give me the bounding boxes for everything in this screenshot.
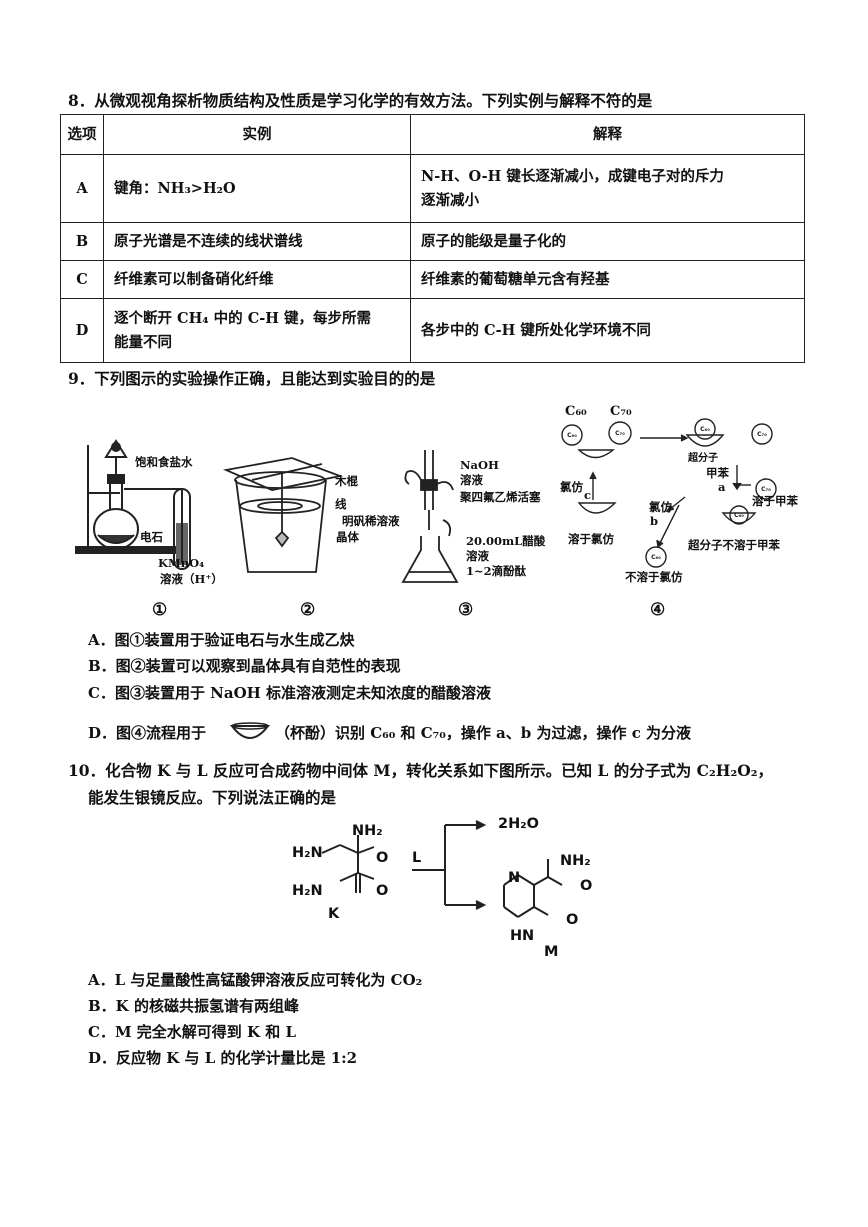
header-option: 选项 <box>60 114 104 155</box>
fig2-label-stick: 木棍 <box>335 474 358 488</box>
row-option: C <box>60 260 104 299</box>
fig4-number: ④ <box>650 600 666 620</box>
l-label: L <box>412 850 422 866</box>
table-header-row: 选项 实例 解释 <box>60 114 805 155</box>
q10-option-d: D．反应物 K 与 L 的化学计量比是 1:2 <box>88 1049 358 1067</box>
row-explain: 纤维素的葡萄糖单元含有羟基 <box>410 260 805 299</box>
k-nh2-top: NH₂ <box>352 823 383 839</box>
m-o1: O <box>580 878 593 894</box>
q10-option-b: B．K 的核磁共振氢谱有两组峰 <box>88 997 299 1015</box>
c70-mark: C₇₀ <box>757 431 767 438</box>
fig4-label-insol-toluene: 超分子不溶于甲苯 <box>688 538 780 552</box>
fig4-label-sol-toluene: 溶于甲苯 <box>752 494 798 508</box>
q9-option-b: B．图②装置可以观察到晶体具有自范性的表现 <box>88 657 401 675</box>
row-explain: 各步中的 C-H 键所处化学环境不同 <box>410 298 805 363</box>
q9-option-c: C．图③装置用于 NaOH 标准溶液测定未知浓度的醋酸溶液 <box>88 684 492 702</box>
fig4-label-c60: C₆₀ <box>565 404 587 419</box>
fig3-label-acid2: 溶液 <box>466 549 489 563</box>
m-o2: O <box>566 912 579 928</box>
fig1-number: ① <box>152 600 168 620</box>
example-line: 能量不同 <box>114 333 172 351</box>
fig1-label-stone: 电石 <box>140 530 163 544</box>
c60-mark: C₆₀ <box>567 432 577 439</box>
row-example: 原子光谱是不连续的线状谱线 <box>103 222 411 261</box>
k-o1: O <box>376 850 389 866</box>
q10-option-a: A．L 与足量酸性高锰酸钾溶液反应可转化为 CO₂ <box>88 971 423 989</box>
fig2-label-line: 线 <box>335 497 347 511</box>
cup-phenol-icon <box>229 722 271 739</box>
example-line: 逐个断开 CH₄ 中的 C-H 键，每步所需 <box>114 309 372 327</box>
k-o2: O <box>376 883 389 899</box>
fig2-label-crystal: 晶体 <box>336 530 359 544</box>
q10-stem-line1: 10．化合物 K 与 L 反应可合成药物中间体 M，转化关系如下图所示。已知 L… <box>68 761 774 780</box>
explain-line: 逐渐减小 <box>421 191 479 209</box>
m-n1: N <box>508 870 521 886</box>
fig1-apparatus <box>75 439 191 570</box>
fig3-label-acid: 20.00mL醋酸 <box>466 534 546 548</box>
q10-stem-line2: 能发生银镜反应。下列说法正确的是 <box>88 788 337 807</box>
m-label: M <box>544 944 559 960</box>
product-water: 2H₂O <box>498 816 539 832</box>
row-option: B <box>60 222 104 261</box>
row-example: 键角：NH₃>H₂O <box>103 154 411 223</box>
k-h2n-b: H₂N <box>292 883 323 899</box>
m-n2: N <box>522 928 535 944</box>
q8-table: 选项 实例 解释 A 键角：NH₃>H₂O N-H、O-H 键长逐渐减小，成键电… <box>60 114 805 363</box>
fig4-label-c70: C₇₀ <box>610 404 632 419</box>
q8-stem: 8．从微观视角探析物质结构及性质是学习化学的有效方法。下列实例与解释不符的是 <box>68 91 653 110</box>
row-explain: N-H、O-H 键长逐渐减小，成键电子对的斥力逐渐减小 <box>410 154 805 223</box>
c60-mark: C₆₀ <box>734 512 744 519</box>
header-explain: 解释 <box>410 114 805 155</box>
table-row: D 逐个断开 CH₄ 中的 C-H 键，每步所需能量不同 各步中的 C-H 键所… <box>60 298 805 363</box>
q9-option-d-post: （杯酚）识别 C₆₀ 和 C₇₀，操作 a、b 为过滤，操作 c 为分液 <box>275 724 692 742</box>
fig4-flowchart: C₆₀ C₇₀ C₆₀ C₇₀ C₇₀ C₆₀ C₆₀ <box>561 418 777 568</box>
fig4-label-c: c <box>584 488 592 502</box>
fig3-number: ③ <box>458 600 474 620</box>
row-option: A <box>60 154 104 223</box>
q10-option-c: C．M 完全水解可得到 K 和 L <box>88 1023 297 1041</box>
fig4-label-toluene: 甲苯 <box>706 466 729 480</box>
fig4-label-a: a <box>718 480 726 494</box>
header-example: 实例 <box>103 114 411 155</box>
fig4-label-chloroform: 氯仿 <box>560 480 583 494</box>
m-nh2: NH₂ <box>560 853 591 869</box>
fig4-label-b: b <box>650 514 659 528</box>
c70-mark: C₇₀ <box>615 430 625 437</box>
fig4-label-sol-chloro: 溶于氯仿 <box>568 532 614 546</box>
q9-option-a: A．图①装置用于验证电石与水生成乙炔 <box>88 631 355 649</box>
fig4-label-supramolecule: 超分子 <box>688 453 718 464</box>
fig3-label-naoh2: 溶液 <box>460 473 483 487</box>
fig3-label-acid3: 1~2滴酚酞 <box>466 564 527 578</box>
fig1-label-solution: 溶液（H⁺） <box>160 572 223 586</box>
row-example: 纤维素可以制备硝化纤维 <box>103 260 411 299</box>
explain-line: N-H、O-H 键长逐渐减小，成键电子对的斥力 <box>421 167 724 185</box>
k-label: K <box>328 906 340 922</box>
c70-mark: C₇₀ <box>761 486 771 493</box>
fig1-label-kmno4: KMnO₄ <box>158 556 205 570</box>
c60-mark: C₆₀ <box>651 554 661 561</box>
fig2-apparatus <box>222 457 344 573</box>
fig2-label-alum: 明矾稀溶液 <box>342 514 400 528</box>
fig2-number: ② <box>300 600 316 620</box>
m-h: H <box>510 928 523 944</box>
row-explain: 原子的能级是量子化的 <box>410 222 805 261</box>
fig4-label-insol-chloro: 不溶于氯仿 <box>625 570 683 584</box>
c60-mark: C₆₀ <box>700 426 710 433</box>
row-example: 逐个断开 CH₄ 中的 C-H 键，每步所需能量不同 <box>103 298 411 363</box>
q9-stem: 9．下列图示的实验操作正确，且能达到实验目的的是 <box>68 369 436 388</box>
table-row: C 纤维素可以制备硝化纤维 纤维素的葡萄糖单元含有羟基 <box>60 260 805 299</box>
fig1-label-brine: 饱和食盐水 <box>135 455 193 469</box>
table-row: B 原子光谱是不连续的线状谱线 原子的能级是量子化的 <box>60 222 805 261</box>
fig3-label-ptfe: 聚四氟乙烯活塞 <box>460 490 541 504</box>
k-h2n: H₂N <box>292 845 323 861</box>
fig3-label-naoh: NaOH <box>460 458 499 472</box>
row-option: D <box>60 298 104 363</box>
fig3-apparatus <box>401 450 459 583</box>
q9-option-d-pre: D．图④流程用于 <box>88 724 207 742</box>
q10-reaction-scheme <box>321 820 563 918</box>
fig4-label-chloroform2: 氯仿 <box>649 500 672 514</box>
table-row: A 键角：NH₃>H₂O N-H、O-H 键长逐渐减小，成键电子对的斥力逐渐减小 <box>60 154 805 223</box>
